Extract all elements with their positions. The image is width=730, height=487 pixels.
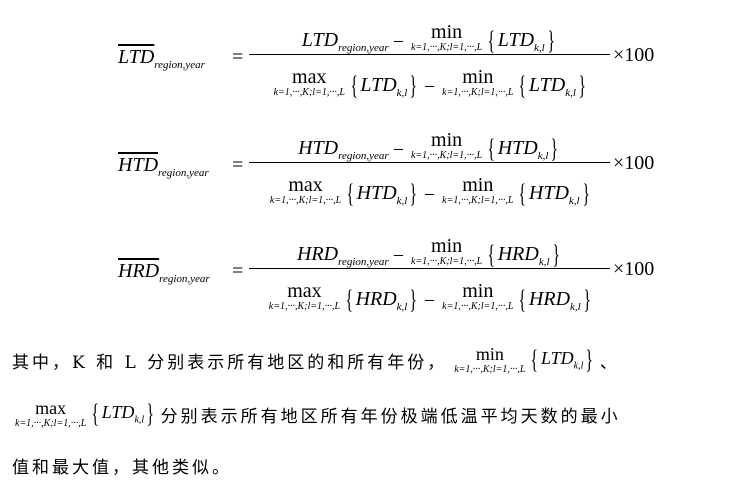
equals-sign: = [232, 46, 244, 68]
lhs-var: LTD [118, 46, 155, 68]
fraction-bar [249, 54, 610, 56]
lhs-var: HRD [118, 260, 160, 282]
times-100: ×100 [613, 152, 655, 174]
paragraph-text: 其中，K 和 L 分别表示所有地区的和所有年份， [12, 352, 448, 373]
paragraph-text: 值和最大值，其他类似。 [12, 457, 232, 478]
lhs-subscript: region,year [154, 59, 205, 71]
times-100: ×100 [613, 44, 655, 66]
lhs-ltd: LTDregion,year [118, 46, 205, 71]
num-sub: region,year [338, 42, 389, 54]
set-term: LTD [497, 29, 535, 51]
lhs-subscript: region,year [159, 273, 210, 285]
fraction-bar [249, 162, 610, 164]
equals-sign: = [232, 154, 244, 176]
times-100: ×100 [613, 258, 655, 280]
lhs-htd: HTDregion,year [118, 154, 209, 179]
lhs-var: HTD [118, 154, 159, 176]
paragraph-text: 分别表示所有地区所有年份极端低温平均天数的最小 [160, 406, 621, 427]
lhs-subscript: region,year [158, 167, 209, 179]
fraction-bar [249, 268, 610, 270]
paragraph-text: 、 [599, 352, 620, 373]
equals-sign: = [232, 260, 244, 282]
lhs-hrd: HRDregion,year [118, 260, 210, 285]
num-term: LTD [301, 29, 339, 51]
paragraph-line-3: 值和最大值，其他类似。 [12, 450, 724, 480]
